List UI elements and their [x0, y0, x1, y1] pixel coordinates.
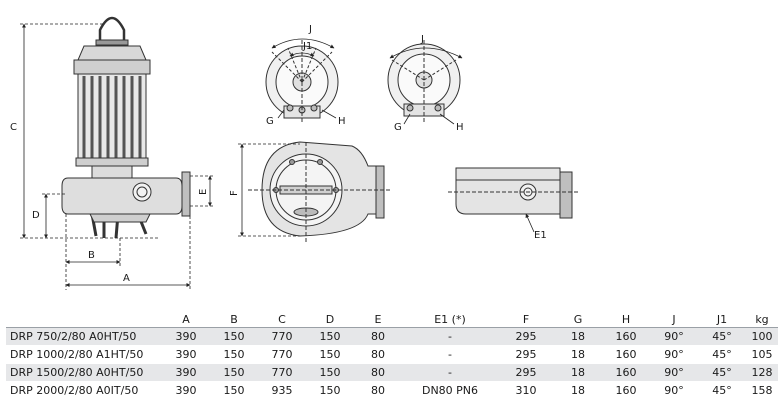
- technical-drawing: C D E B A J J1 G H: [10, 16, 580, 290]
- pump-plan-view: [248, 141, 392, 242]
- header-J1: J1: [698, 311, 746, 328]
- header-J: J: [650, 311, 698, 328]
- cell-C: 770: [258, 327, 306, 346]
- cell-E: 80: [354, 327, 402, 346]
- label-H-left: H: [338, 116, 346, 127]
- cell-E1: DN80 PN6: [402, 381, 498, 400]
- table-row: DRP 1500/2/80 A0HT/50 390 150 770 150 80…: [6, 363, 778, 382]
- header-E: E: [354, 311, 402, 328]
- cell-F: 295: [498, 363, 554, 382]
- label-E1: E1: [534, 230, 547, 241]
- header-F: F: [498, 311, 554, 328]
- cell-A: 390: [162, 327, 210, 346]
- dimension-J-left: [271, 38, 337, 119]
- cell-kg: 158: [746, 381, 778, 400]
- header-kg: kg: [746, 311, 778, 328]
- cell-C: 770: [258, 363, 306, 382]
- cell-A: 390: [162, 381, 210, 400]
- pump-top-view-right: [387, 40, 461, 124]
- cell-F: 295: [498, 327, 554, 346]
- label-H-right: H: [456, 122, 464, 133]
- table-header-row: A B C D E E1 (*) F G H J J1 kg: [6, 311, 778, 328]
- cell-H: 160: [602, 345, 650, 364]
- label-J1-left: J1: [302, 41, 312, 52]
- table-row: DRP 2000/2/80 A0IT/50 390 150 935 150 80…: [6, 381, 778, 400]
- cell-E1: -: [402, 327, 498, 346]
- cell-H: 160: [602, 381, 650, 400]
- label-D: D: [32, 210, 40, 221]
- pump-side-view: [61, 16, 191, 239]
- header-A: A: [162, 311, 210, 328]
- dimension-E1: [525, 213, 535, 233]
- cell-F: 310: [498, 381, 554, 400]
- table-row: DRP 1000/2/80 A1HT/50 390 150 770 150 80…: [6, 345, 778, 364]
- cell-B: 150: [210, 381, 258, 400]
- cell-E: 80: [354, 363, 402, 382]
- cell-kg: 105: [746, 345, 778, 364]
- cell-model: DRP 1500/2/80 A0HT/50: [6, 363, 162, 382]
- cell-J: 90°: [650, 327, 698, 346]
- cell-B: 150: [210, 327, 258, 346]
- cell-A: 390: [162, 345, 210, 364]
- cell-B: 150: [210, 345, 258, 364]
- cell-E: 80: [354, 381, 402, 400]
- header-C: C: [258, 311, 306, 328]
- cell-H: 160: [602, 363, 650, 382]
- label-A: A: [123, 273, 130, 284]
- cell-E1: -: [402, 363, 498, 382]
- cell-J: 90°: [650, 363, 698, 382]
- header-B: B: [210, 311, 258, 328]
- specifications-table: A B C D E E1 (*) F G H J J1 kg DRP 750/2…: [6, 311, 778, 400]
- cell-G: 18: [554, 381, 602, 400]
- label-C: C: [10, 122, 17, 133]
- cell-C: 770: [258, 345, 306, 364]
- label-E: E: [198, 189, 209, 195]
- cell-J1: 45°: [698, 345, 746, 364]
- cell-D: 150: [306, 327, 354, 346]
- cell-C: 935: [258, 381, 306, 400]
- cell-A: 390: [162, 363, 210, 382]
- header-D: D: [306, 311, 354, 328]
- cell-G: 18: [554, 327, 602, 346]
- header-E1: E1 (*): [402, 311, 498, 328]
- cell-J1: 45°: [698, 327, 746, 346]
- label-J-right: J: [420, 34, 424, 45]
- table-row: DRP 750/2/80 A0HT/50 390 150 770 150 80 …: [6, 327, 778, 346]
- cell-F: 295: [498, 345, 554, 364]
- cell-G: 18: [554, 363, 602, 382]
- cell-H: 160: [602, 327, 650, 346]
- cell-D: 150: [306, 381, 354, 400]
- cell-J1: 45°: [698, 381, 746, 400]
- cell-D: 150: [306, 363, 354, 382]
- cell-E: 80: [354, 345, 402, 364]
- cell-kg: 100: [746, 327, 778, 346]
- cell-model: DRP 750/2/80 A0HT/50: [6, 327, 162, 346]
- cell-J1: 45°: [698, 363, 746, 382]
- cell-E1: -: [402, 345, 498, 364]
- dimension-J-right: [389, 47, 463, 125]
- cell-D: 150: [306, 345, 354, 364]
- label-B: B: [88, 250, 95, 261]
- pump-discharge-view: [448, 167, 580, 219]
- header-model: [6, 311, 162, 328]
- label-F: F: [229, 190, 240, 196]
- header-G: G: [554, 311, 602, 328]
- cell-J: 90°: [650, 381, 698, 400]
- dimension-F: [238, 143, 300, 237]
- cell-model: DRP 1000/2/80 A1HT/50: [6, 345, 162, 364]
- cell-kg: 128: [746, 363, 778, 382]
- header-H: H: [602, 311, 650, 328]
- label-J-left: J: [308, 24, 312, 35]
- cell-model: DRP 2000/2/80 A0IT/50: [6, 381, 162, 400]
- pump-top-view-left: [265, 40, 339, 124]
- cell-G: 18: [554, 345, 602, 364]
- label-G-left: G: [266, 116, 274, 127]
- cell-J: 90°: [650, 345, 698, 364]
- cell-B: 150: [210, 363, 258, 382]
- label-G-right: G: [394, 122, 402, 133]
- dimension-lines-side: [20, 23, 214, 290]
